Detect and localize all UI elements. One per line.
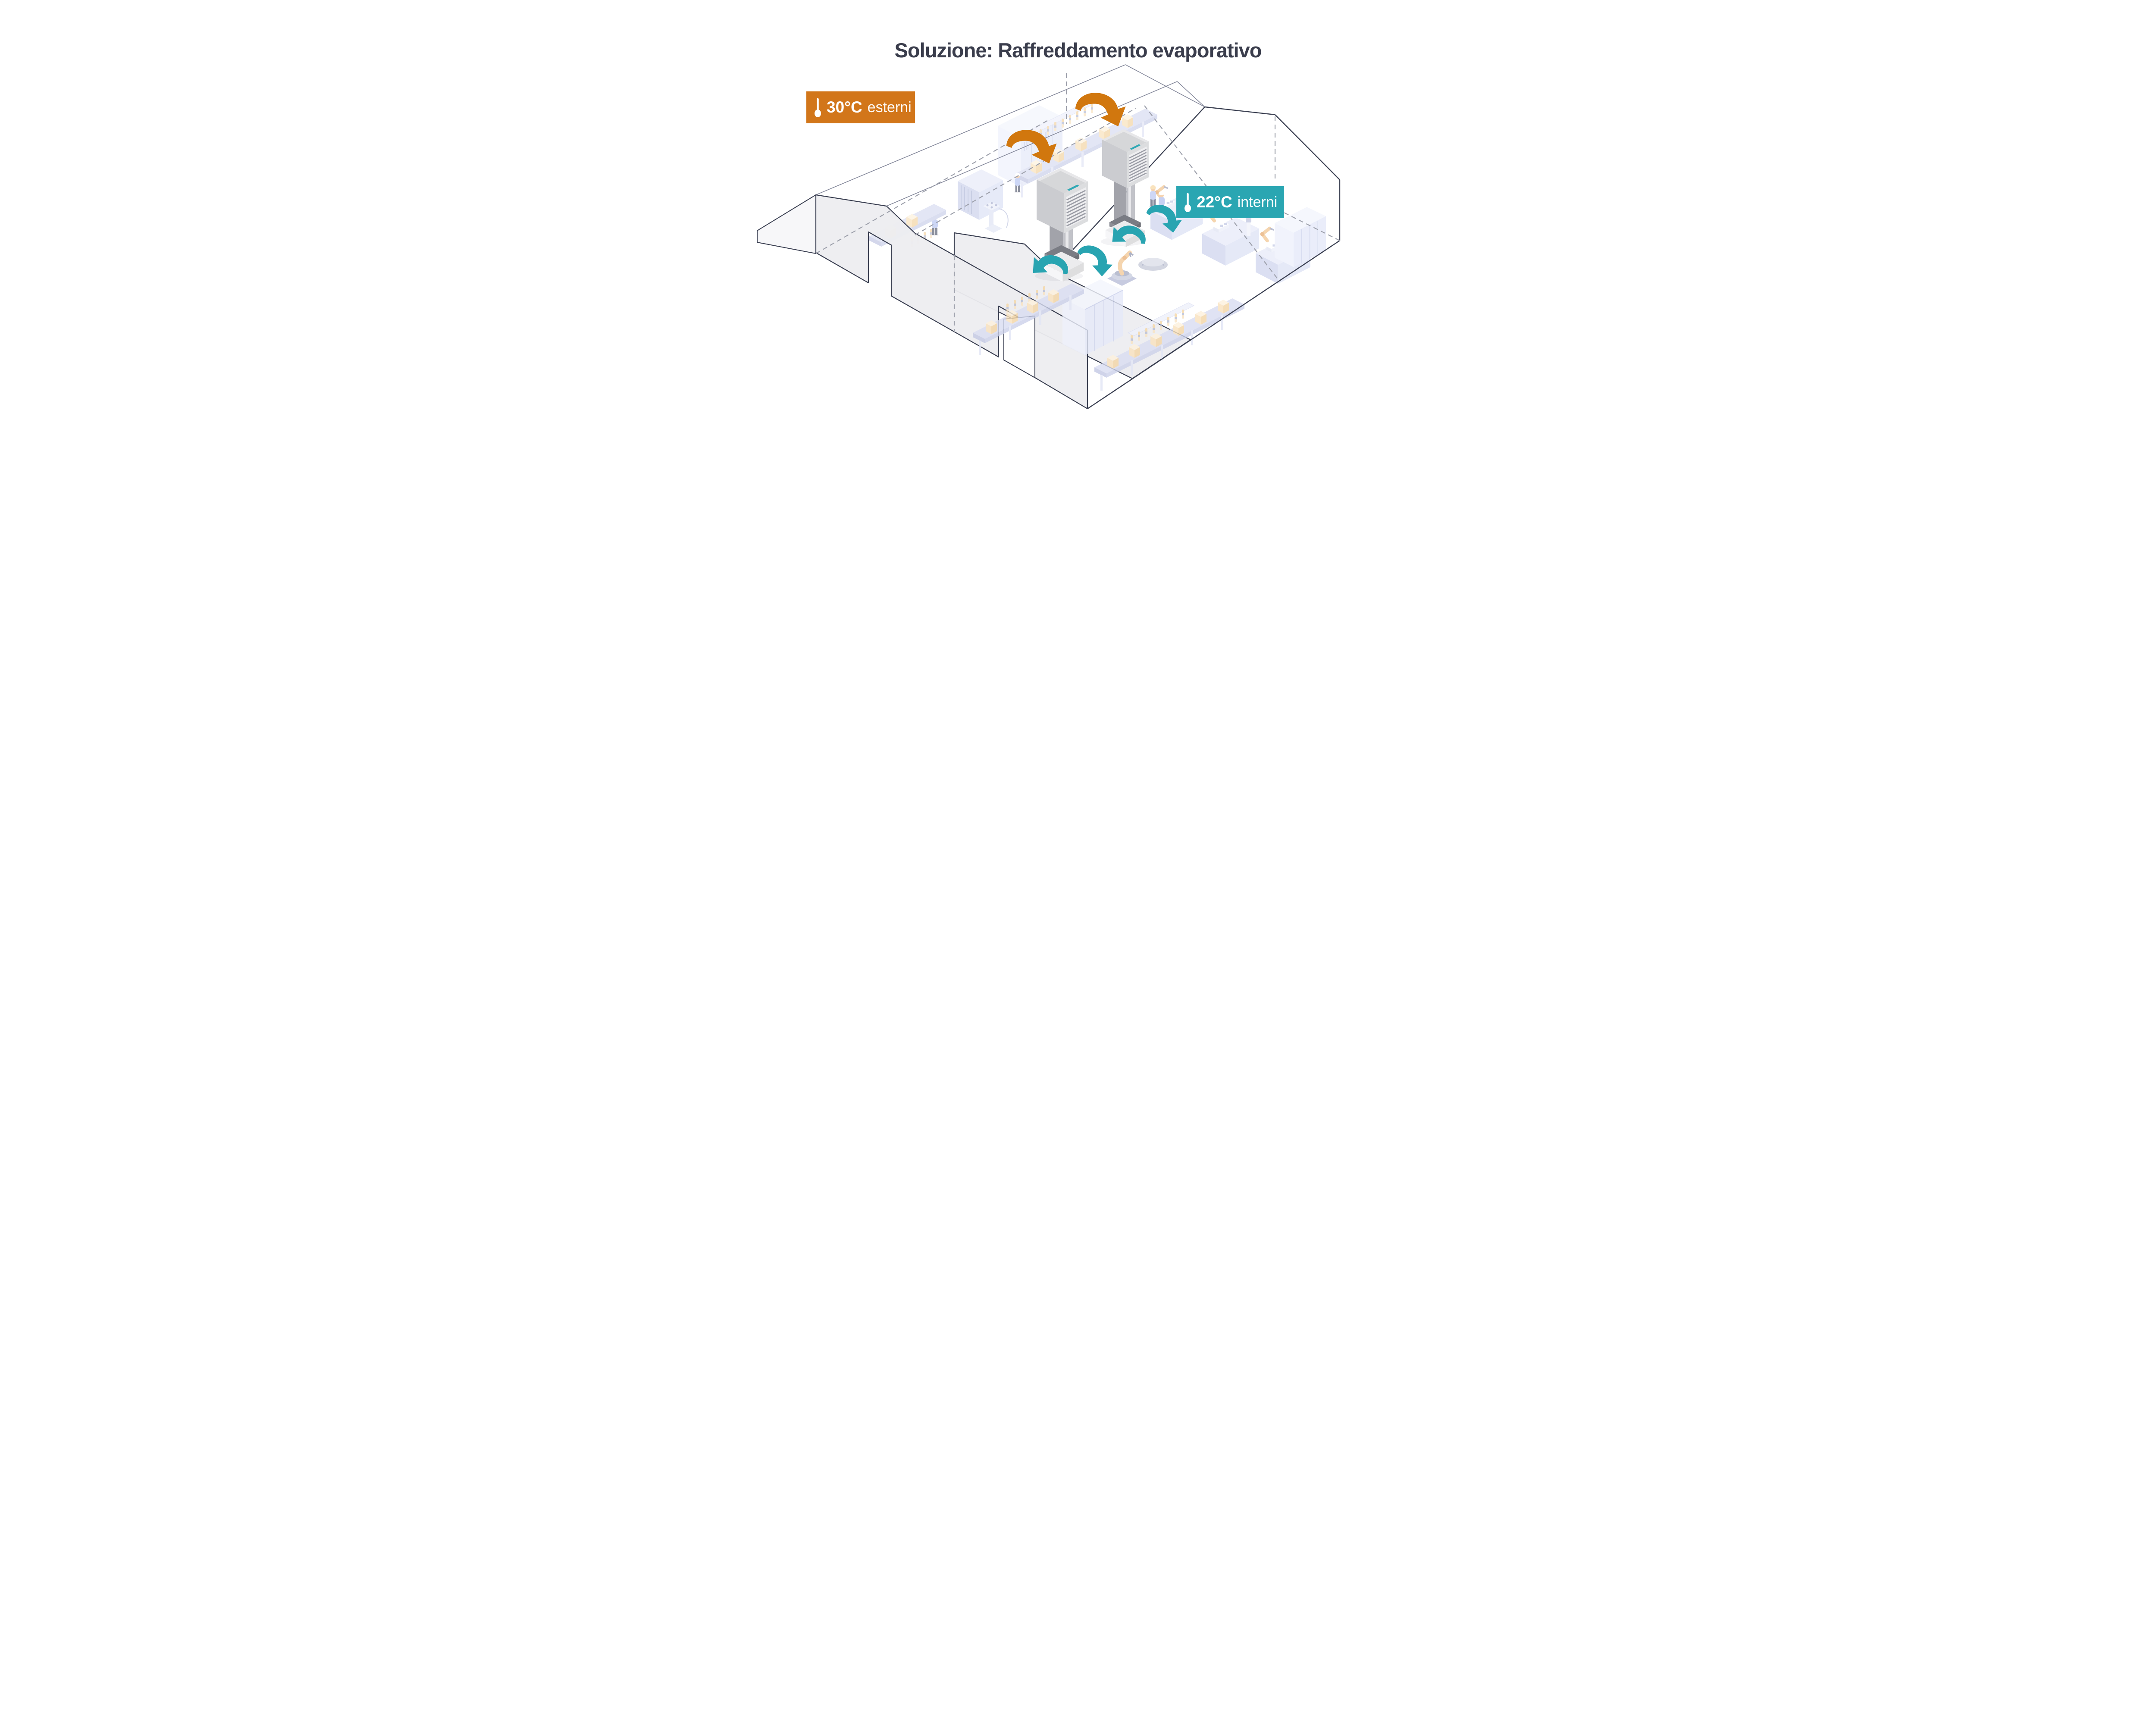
left-wall-cutaway <box>815 194 1088 410</box>
slide: Soluzione: Raffreddamento evaporativo <box>740 0 1416 423</box>
robot-arm <box>1107 250 1137 286</box>
foreground-equipment <box>973 185 1326 391</box>
cooler-handle <box>1067 185 1080 191</box>
conveyor-belt <box>1094 298 1244 391</box>
conveyor-belt <box>973 283 1084 355</box>
indoor-temperature-value: 22°C <box>1197 193 1232 211</box>
bottle-rack <box>1127 302 1195 344</box>
outdoor-temperature-label: esterni <box>867 99 912 116</box>
west-roof-sliver <box>757 194 816 254</box>
worker <box>1149 185 1157 208</box>
roof-edge-line <box>886 81 1178 207</box>
outdoor-temperature-value: 30°C <box>827 98 862 116</box>
indoor-temperature-badge: 22°C interni <box>1176 186 1284 218</box>
thermometer-icon <box>1185 193 1191 212</box>
evaporative-cooler-right <box>1100 129 1149 247</box>
hidden-eave-edge <box>915 108 1136 235</box>
thermometer-icon <box>815 98 821 117</box>
page-title: Soluzione: Raffreddamento evaporativo <box>894 39 1262 62</box>
cooler-handle <box>1129 144 1141 150</box>
right-wall-bottom-edge <box>1087 240 1340 409</box>
locker-cabinet <box>1062 279 1123 355</box>
cooler-cabinet <box>1102 129 1149 188</box>
cooler-cabinet <box>1037 168 1088 233</box>
indoor-temperature-label: interni <box>1237 194 1278 210</box>
ridge-segment <box>1204 106 1275 116</box>
robot-arm <box>983 202 1009 233</box>
locker-cabinet <box>1275 207 1326 267</box>
outdoor-temperature-badge: 30°C esterni <box>806 91 915 123</box>
machine-base <box>1138 258 1168 271</box>
warm-air-arrow-2 <box>1073 89 1127 127</box>
far-eave-line <box>1177 81 1205 107</box>
roof-ridge-line <box>815 64 1126 195</box>
far-gable-right-slope <box>1275 114 1340 180</box>
far-gable-slope-line <box>1125 64 1205 107</box>
factory-diagram <box>757 64 1341 410</box>
cnc-machine <box>958 169 1003 220</box>
building-roof-lines <box>815 64 1205 207</box>
